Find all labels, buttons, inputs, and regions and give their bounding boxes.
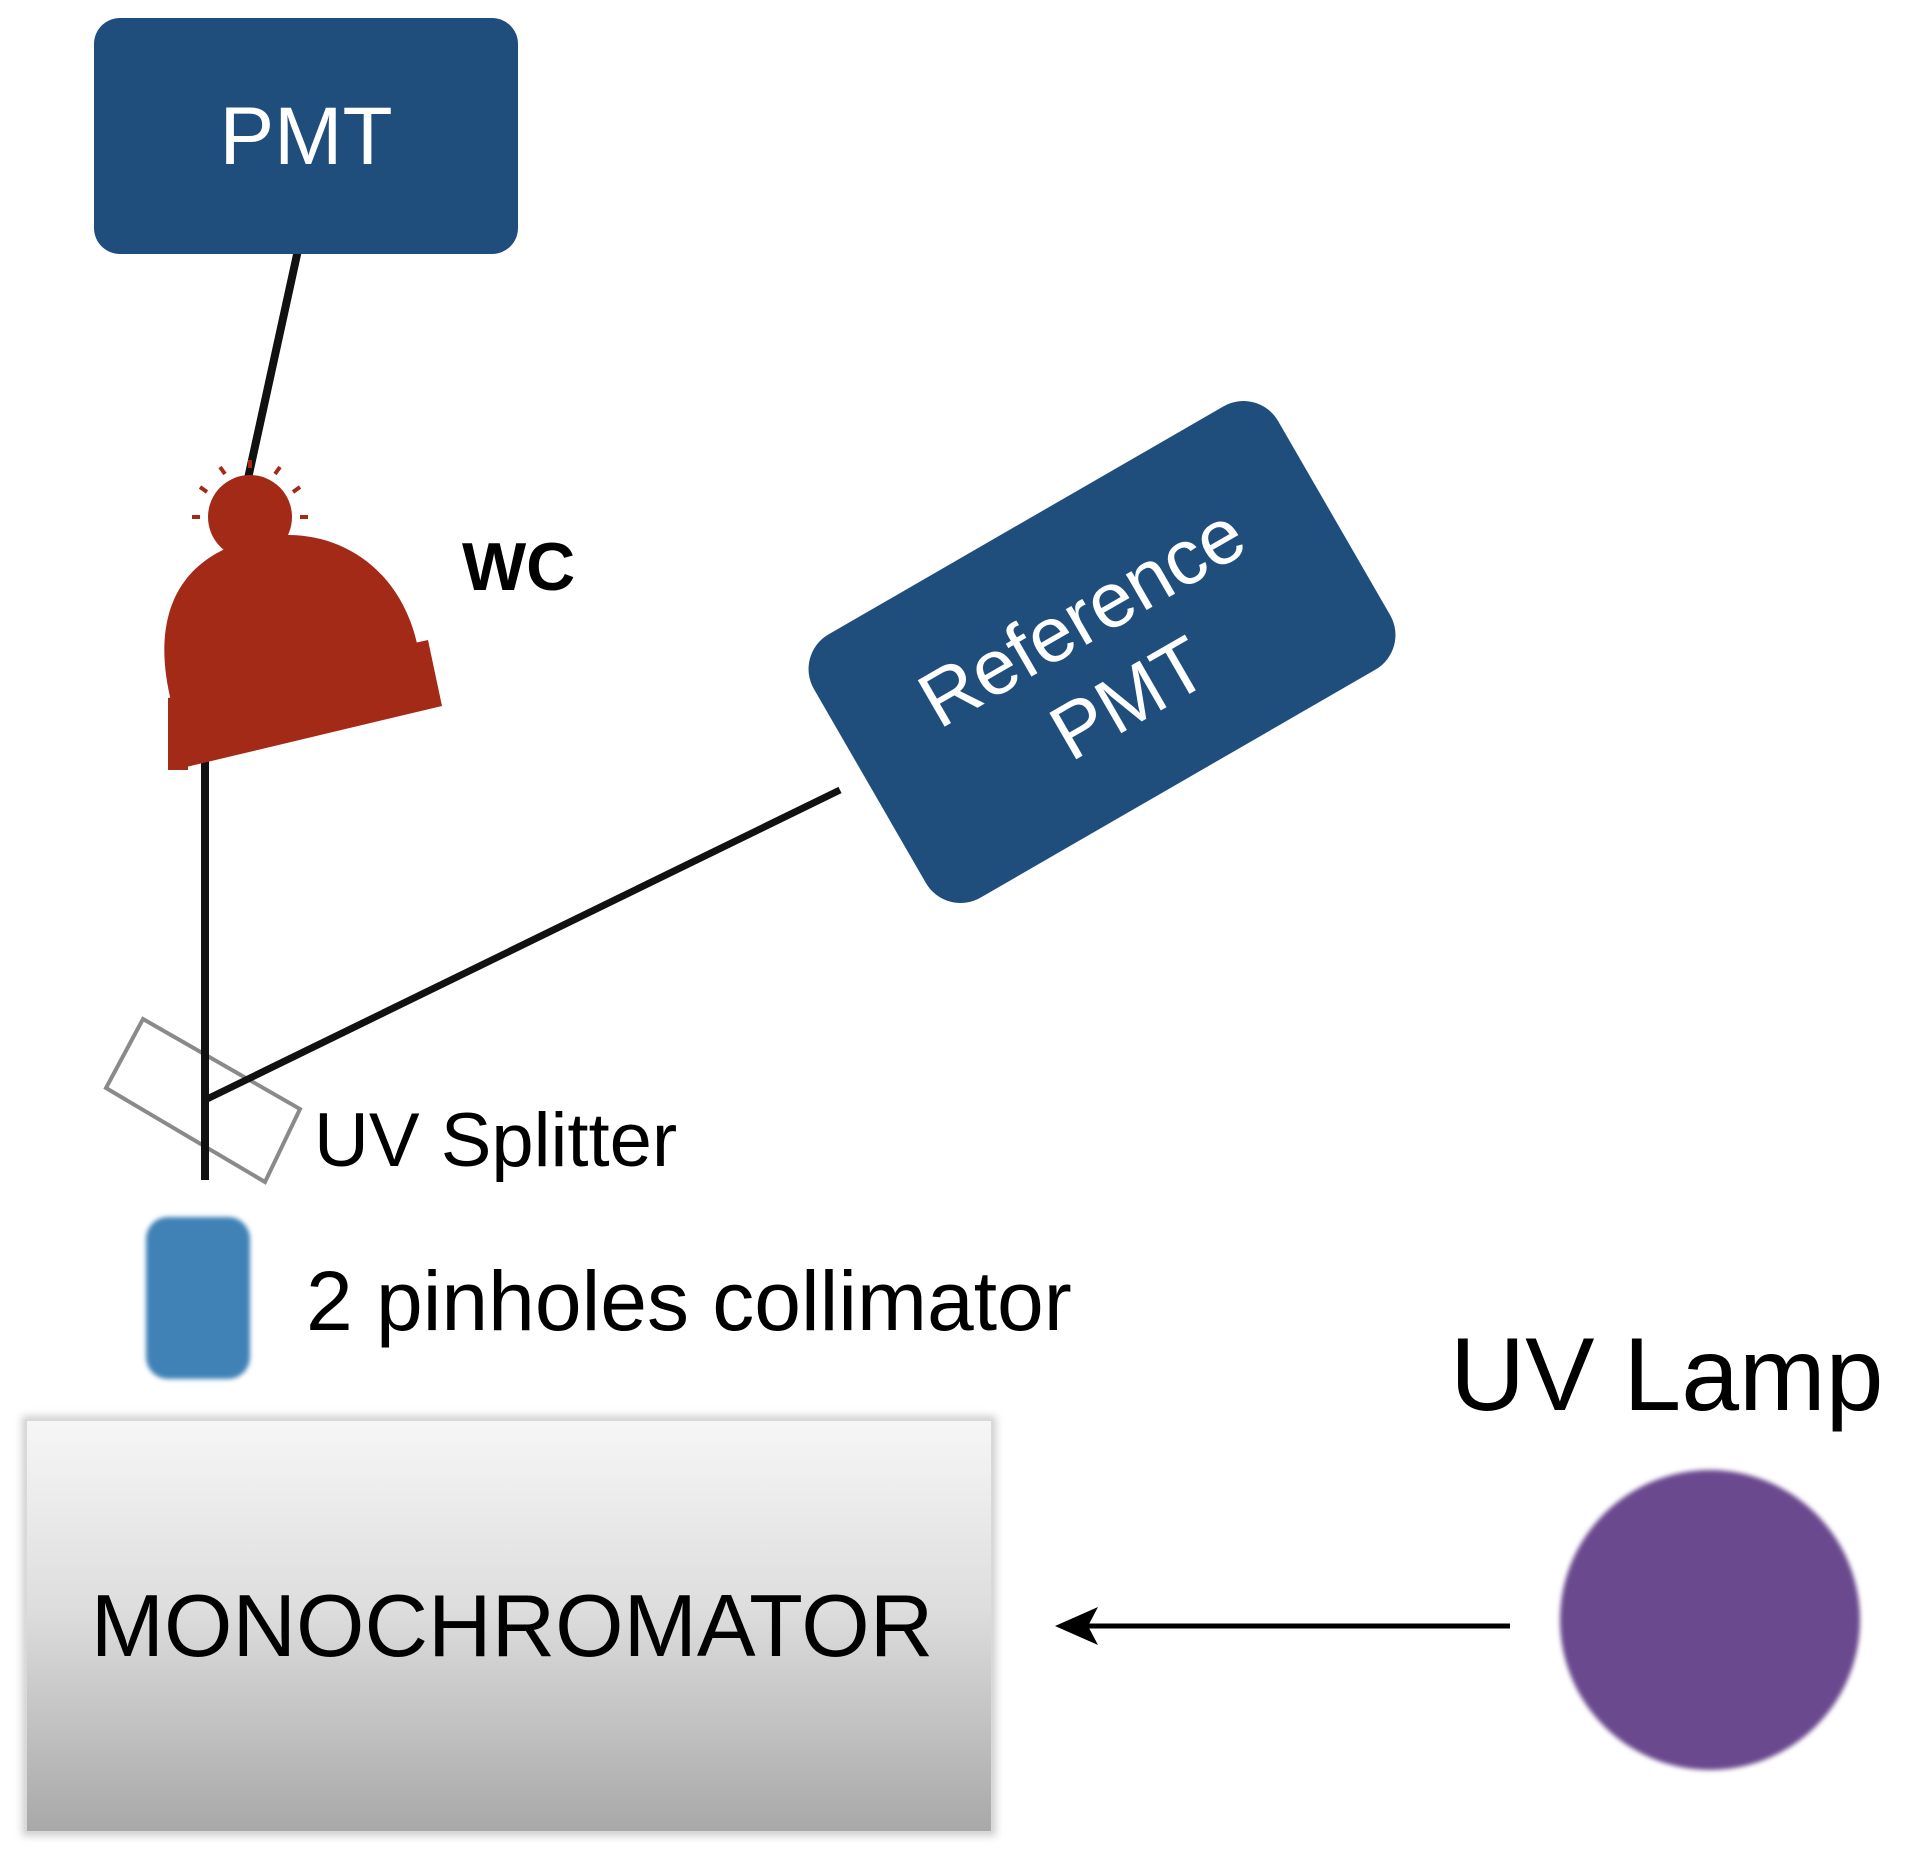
reference-pmt-box: Reference PMT <box>808 401 1396 903</box>
monochromator-label: MONOCHROMATOR <box>91 1576 934 1675</box>
uv-lamp <box>1560 1470 1860 1770</box>
collimator <box>146 1217 250 1379</box>
monochromator: MONOCHROMATOR <box>22 1416 996 1836</box>
uv-lamp-label: UV Lamp <box>1450 1317 1884 1433</box>
uv-splitter-label: UV Splitter <box>314 1098 677 1183</box>
arrowhead <box>1055 1607 1098 1645</box>
wc-label: WC <box>462 529 575 605</box>
pmt-box: PMT <box>94 18 518 254</box>
collimator-label: 2 pinholes collimator <box>306 1254 1072 1348</box>
wc-hat <box>164 460 442 770</box>
pmt-label: PMT <box>219 91 392 182</box>
beam-to-reference-pmt <box>203 786 842 1104</box>
lamp-to-monochromator-arrow <box>1055 1607 1510 1645</box>
